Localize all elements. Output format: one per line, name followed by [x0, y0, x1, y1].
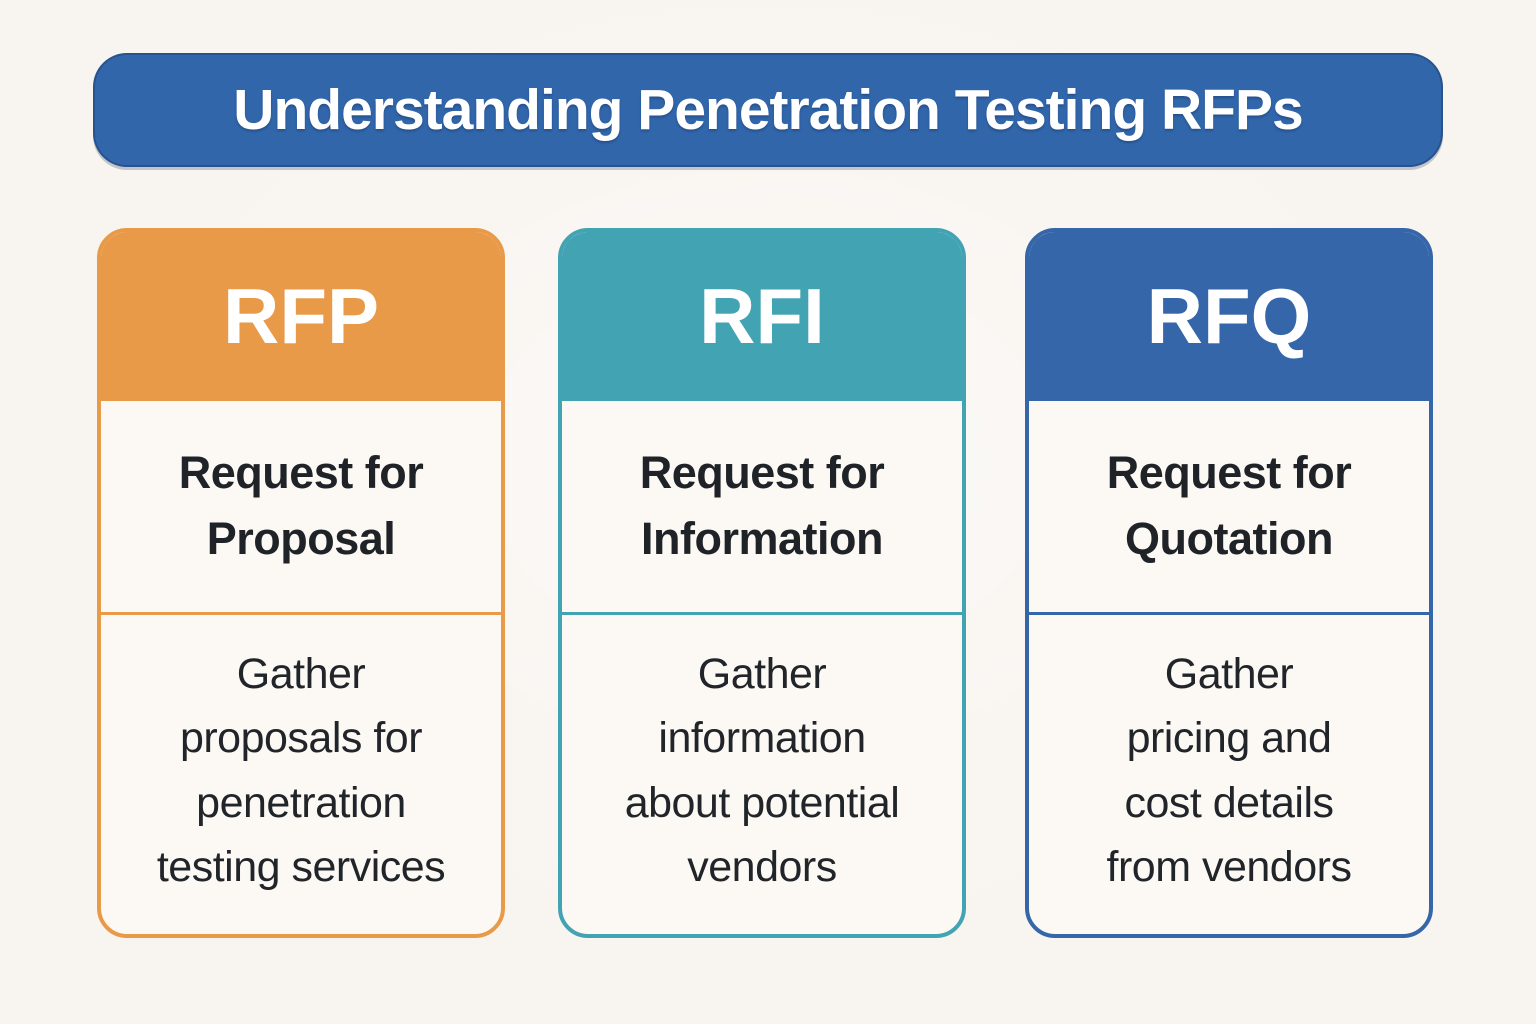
- card-rfp-acronym: RFP: [223, 271, 379, 360]
- card-rfi: RFI Request for Information Gather infor…: [558, 228, 966, 938]
- title-banner: Understanding Penetration Testing RFPs: [93, 53, 1443, 167]
- card-rfi-acronym: RFI: [699, 271, 825, 360]
- card-rfp-full-name: Request for Proposal: [178, 446, 424, 564]
- card-rfq-header: RFQ: [1029, 232, 1429, 401]
- card-rfi-full-name: Request for Information: [639, 446, 885, 564]
- card-rfp-header: RFP: [101, 232, 501, 401]
- card-rfq-acronym: RFQ: [1146, 271, 1312, 360]
- card-rfq-description: Gather pricing and cost details from ven…: [1029, 612, 1429, 934]
- card-rfp: RFP Request for Proposal Gather proposal…: [97, 228, 505, 938]
- card-rfq-full-name: Request for Quotation: [1106, 446, 1352, 564]
- card-rfi-header: RFI: [562, 232, 962, 401]
- card-rfq: RFQ Request for Quotation Gather pricing…: [1025, 228, 1433, 938]
- card-rfi-description: Gather information about potential vendo…: [562, 612, 962, 934]
- page-title: Understanding Penetration Testing RFPs: [233, 78, 1303, 142]
- card-rfp-description: Gather proposals for penetration testing…: [101, 612, 501, 934]
